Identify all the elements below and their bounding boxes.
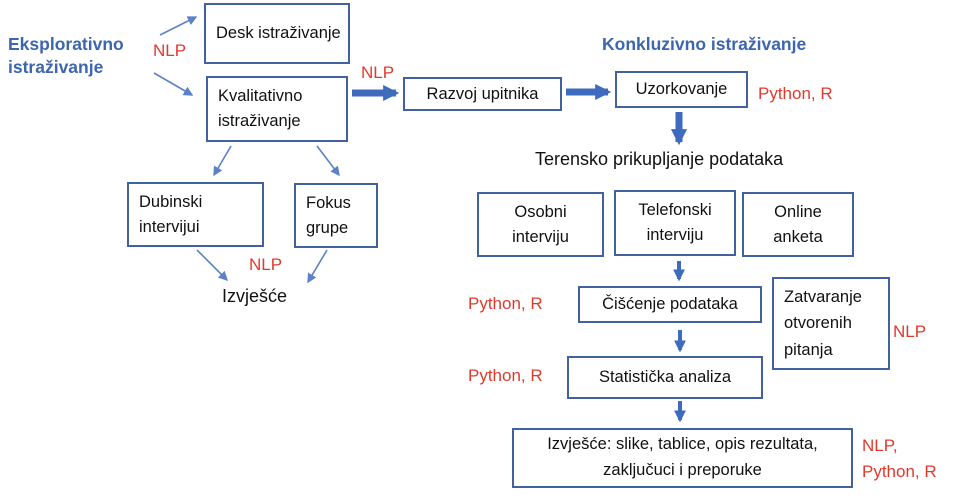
arrow-qualitative-to-focus-icon bbox=[316, 145, 340, 177]
node-focus-groups-label: Fokus grupe bbox=[306, 193, 351, 237]
node-qualitative-research-label: Kvalitativno istraživanje bbox=[218, 87, 303, 130]
label-field-collection: Terensko prikupljanje podataka bbox=[535, 149, 784, 169]
node-online-survey-label: Online anketa bbox=[773, 202, 823, 246]
arrow-qualitative-to-depth-icon bbox=[213, 145, 232, 177]
annotation-python-r-stats: Python, R bbox=[468, 366, 543, 385]
node-focus-groups: Fokus grupe bbox=[294, 183, 378, 248]
annotation-final-tools-line1: NLP, bbox=[862, 436, 898, 455]
node-data-cleaning-label: Čišćenje podataka bbox=[602, 295, 738, 314]
annotation-final-tools-line2: Python, R bbox=[862, 462, 937, 482]
node-desk-research-label: Desk istraživanje bbox=[216, 24, 341, 43]
node-statistical-analysis-label: Statistička analiza bbox=[598, 368, 732, 387]
node-open-questions: Zatvaranje otvorenih pitanja bbox=[772, 277, 890, 370]
node-open-questions-label: Zatvaranje otvorenih pitanja bbox=[784, 287, 862, 359]
node-questionnaire: Razvoj upitnika bbox=[403, 77, 562, 111]
node-final-report: Izvješće: slike, tablice, opis rezultata… bbox=[512, 428, 853, 488]
node-qualitative-research: Kvalitativno istraživanje bbox=[206, 76, 348, 142]
node-statistical-analysis: Statistička analiza bbox=[567, 356, 763, 399]
node-personal-interview: Osobni interviju bbox=[477, 192, 604, 257]
annotation-nlp-open-questions: NLP bbox=[893, 322, 927, 341]
annotation-python-r-sampling: Python, R bbox=[758, 84, 833, 103]
node-desk-research: Desk istraživanje bbox=[204, 3, 350, 64]
arrow-exploratory-to-desk-icon bbox=[159, 16, 198, 36]
arrow-exploratory-to-qualitative-icon bbox=[153, 72, 194, 96]
node-phone-interview: Telefonski interviju bbox=[614, 190, 736, 256]
node-sampling-label: Uzorkovanje bbox=[635, 80, 728, 99]
arrow-focus-to-report-icon bbox=[307, 249, 328, 284]
arrow-depth-to-report-icon bbox=[196, 249, 229, 282]
annotation-python-r-cleaning: Python, R bbox=[468, 294, 543, 313]
label-report: Izvješće bbox=[222, 286, 288, 306]
node-online-survey: Online anketa bbox=[742, 192, 854, 257]
node-phone-interview-label: Telefonski interviju bbox=[638, 201, 712, 244]
node-depth-interviews-label: Dubinski intervijui bbox=[139, 192, 203, 236]
node-depth-interviews: Dubinski intervijui bbox=[127, 182, 264, 247]
node-data-cleaning: Čišćenje podataka bbox=[578, 286, 762, 323]
heading-conclusive: Konkluzivno istraživanje bbox=[602, 34, 807, 54]
annotation-nlp-exploratory: NLP bbox=[153, 41, 187, 60]
annotation-nlp-report: NLP bbox=[249, 255, 283, 274]
node-questionnaire-label: Razvoj upitnika bbox=[426, 84, 539, 103]
node-sampling: Uzorkovanje bbox=[615, 71, 748, 108]
node-personal-interview-label: Osobni interviju bbox=[512, 202, 569, 246]
node-final-report-label: Izvješće: slike, tablice, opis rezultata… bbox=[547, 435, 818, 479]
annotation-nlp-questionnaire: NLP bbox=[361, 63, 395, 82]
annotation-final-tools: NLP, Python, R bbox=[862, 433, 937, 486]
heading-exploratory: Eksplorativno istraživanje bbox=[8, 34, 124, 77]
